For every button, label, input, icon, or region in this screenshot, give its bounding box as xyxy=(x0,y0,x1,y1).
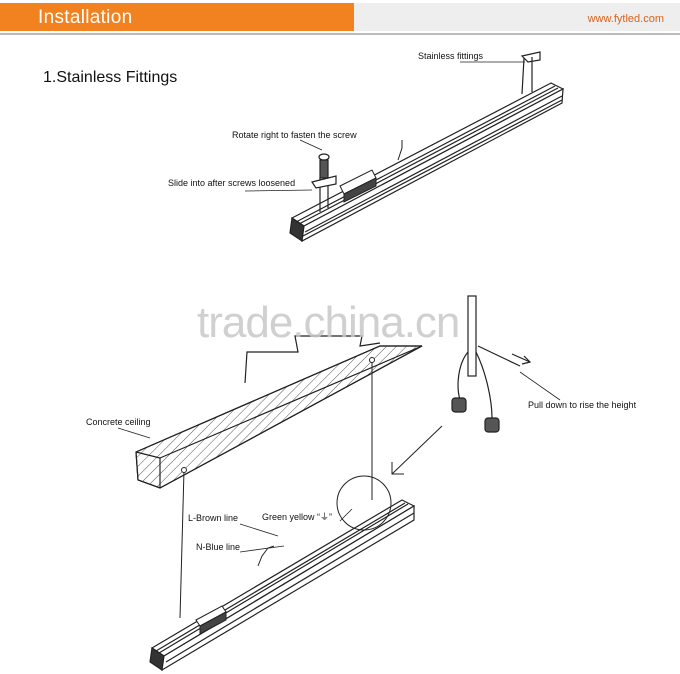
concrete-ceiling xyxy=(135,335,423,489)
driver-box-bottom xyxy=(195,605,227,635)
cable-top xyxy=(397,140,403,161)
luminaire-top xyxy=(289,82,565,243)
power-cable xyxy=(257,545,275,567)
stainless-fitting-left xyxy=(311,153,337,212)
label-concrete-ceiling: Concrete ceiling xyxy=(86,417,151,427)
detail-circle xyxy=(336,475,392,531)
header-divider xyxy=(0,33,680,35)
detail-adjuster xyxy=(451,295,532,433)
header-accent-bar: Installation xyxy=(0,3,354,31)
header-band: www.fytled.com xyxy=(354,3,680,31)
header-banner: Installation www.fytled.com xyxy=(0,0,680,36)
driver-box-top xyxy=(339,169,377,203)
label-slide-into: Slide into after screws loosened xyxy=(168,178,295,188)
luminaire-bottom xyxy=(149,499,416,672)
detail-arrow xyxy=(391,425,443,475)
stainless-fitting-right xyxy=(520,51,541,95)
label-green-yellow: Green yellow “⏚” xyxy=(262,512,332,522)
section-title: 1.Stainless Fittings xyxy=(43,69,178,86)
label-l-brown-line: L-Brown line xyxy=(188,513,238,523)
label-pull-down: Pull down to rise the height xyxy=(528,400,637,410)
website-link[interactable]: www.fytled.com xyxy=(587,13,664,25)
label-stainless-fittings: Stainless fittings xyxy=(418,51,484,61)
label-n-blue-line: N-Blue line xyxy=(196,542,240,552)
page-title: Installation xyxy=(38,7,133,28)
label-rotate-screw: Rotate right to fasten the screw xyxy=(232,130,357,140)
watermark: trade.china.cn xyxy=(197,298,460,347)
